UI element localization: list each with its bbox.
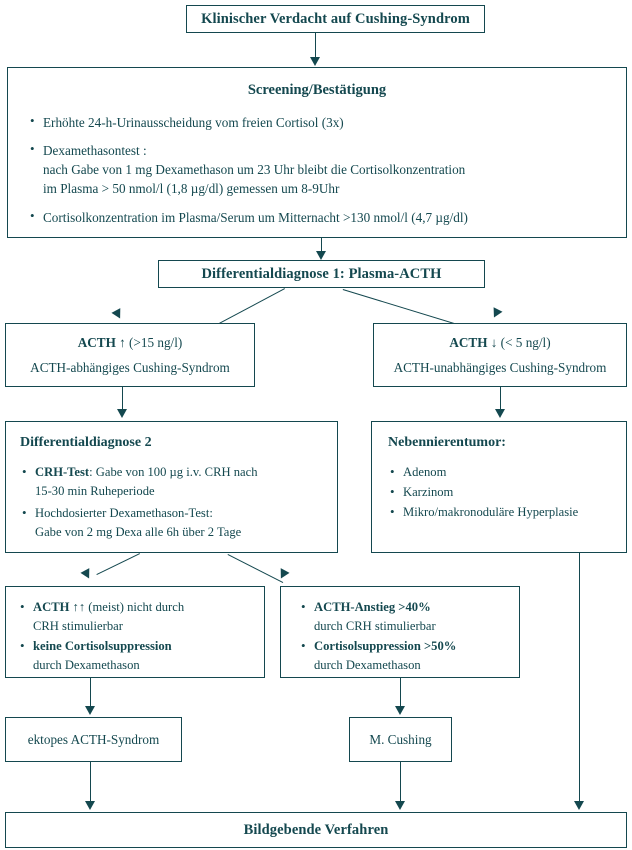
screening-item-2-line-1: Dexamethasontest : (43, 143, 147, 159)
node-clinical-suspicion-label: Klinischer Verdacht auf Cushing-Syndrom (201, 10, 470, 27)
node-differential-diagnosis-1-label: Differentialdiagnose 1: Plasma-ACTH (201, 265, 442, 282)
list-item: Karzinom (388, 482, 610, 502)
connector-tumor-to-imaging (579, 553, 581, 803)
list-item: Adenom (388, 462, 610, 482)
node-morbus-cushing: M. Cushing (349, 717, 452, 762)
list-item: keine Cortisolsuppression durch Dexameth… (18, 636, 252, 675)
screening-item-2-line-2: nach Gabe von 1 mg Dexamethason um 23 Uh… (43, 162, 466, 178)
dd2-item-1-bold: CRH-Test (35, 465, 90, 479)
dd2-item-2-line-2: Gabe von 2 mg Dexa alle 6h über 2 Tage (35, 524, 242, 539)
node-result-ectopic-criteria: ACTH ↑↑ (meist) nicht durch CRH stimulie… (5, 586, 265, 678)
arrowhead-result-right-to-cushing (395, 706, 405, 715)
result-left-item-1-line-1: ACTH ↑↑ (meist) nicht durch (33, 598, 252, 617)
node-ectopic-acth-syndrome: ektopes ACTH-Syndrom (5, 717, 182, 762)
node-screening: Screening/Bestätigung Erhöhte 24-h-Urina… (7, 67, 627, 238)
list-item: Hochdosierter Dexamethason-Test: Gabe vo… (20, 503, 323, 542)
connector-result-right-to-cushing (400, 678, 402, 708)
node-differential-diagnosis-2: Differentialdiagnose 2 CRH-Test: Gabe vo… (5, 421, 338, 553)
result-left-list: ACTH ↑↑ (meist) nicht durch CRH stimulie… (18, 597, 252, 675)
arrowhead-acth-high-to-dd2 (117, 409, 127, 418)
screening-item-2-line-3: im Plasma > 50 nmol/l (1,8 µg/dl) gemess… (43, 181, 340, 197)
screening-item-1-line-1: Erhöhte 24-h-Urinausscheidung vom freien… (43, 115, 344, 130)
result-right-item-2-line-2: durch Dexamethason (314, 657, 421, 672)
node-morbus-cushing-label: M. Cushing (369, 731, 432, 747)
node-imaging-procedures-label: Bildgebende Verfahren (243, 821, 389, 838)
result-left-item-2-line-2: durch Dexamethason (33, 657, 140, 672)
node-screening-heading: Screening/Bestätigung (247, 82, 387, 98)
node-differential-diagnosis-1: Differentialdiagnose 1: Plasma-ACTH (158, 260, 485, 288)
node-ectopic-acth-syndrome-label: ektopes ACTH-Syndrom (27, 731, 160, 747)
node-differential-diagnosis-2-heading: Differentialdiagnose 2 (20, 435, 152, 450)
list-item: CRH-Test: Gabe von 100 µg i.v. CRH nach … (20, 462, 323, 501)
result-right-item-2-line-1: Cortisolsuppression >50% (314, 638, 457, 653)
arrowhead-acth-low-to-tumor (495, 409, 505, 418)
arrowhead-dd1-to-acth-low (489, 307, 503, 320)
node-result-cushing-criteria: ACTH-Anstieg >40% durch CRH stimulierbar… (280, 586, 520, 678)
screening-list: Erhöhte 24-h-Urinausscheidung vom freien… (28, 112, 606, 227)
dd2-item-1-line-1: CRH-Test: Gabe von 100 µg i.v. CRH nach (35, 463, 323, 482)
connector-acth-high-to-dd2 (122, 387, 124, 411)
dd2-item-1-line-2: 15-30 min Ruheperiode (35, 483, 155, 498)
connector-screening-to-dd1 (321, 238, 323, 253)
adrenal-tumor-item-2: Karzinom (403, 484, 454, 499)
connector-dd1-to-acth-high (211, 287, 285, 328)
arrowhead-result-left-to-ectopic (85, 706, 95, 715)
dd2-item-2-line-1: Hochdosierter Dexamethason-Test: (35, 505, 213, 520)
connector-result-left-to-ectopic (90, 678, 92, 708)
adrenal-tumor-list: Adenom Karzinom Mikro/makronoduläre Hype… (388, 462, 610, 522)
result-left-item-1-line-2: CRH stimulierbar (33, 618, 123, 633)
result-right-list: ACTH-Anstieg >40% durch CRH stimulierbar… (299, 597, 507, 675)
arrowhead-dd1-to-acth-high (111, 308, 125, 321)
node-clinical-suspicion: Klinischer Verdacht auf Cushing-Syndrom (186, 5, 485, 33)
arrowhead-screening-to-dd1 (316, 251, 326, 260)
dd2-list: CRH-Test: Gabe von 100 µg i.v. CRH nach … (20, 462, 323, 542)
list-item: ACTH ↑↑ (meist) nicht durch CRH stimulie… (18, 597, 252, 636)
dd2-item-1-rest: : Gabe von 100 µg i.v. CRH nach (89, 465, 258, 479)
node-acth-elevated-line-2: ACTH-abhängiges Cushing-Syndrom (30, 360, 230, 375)
list-item: Mikro/makronoduläre Hyperplasie (388, 502, 610, 522)
arrowhead-ectopic-to-imaging (85, 801, 95, 810)
result-right-item-1-line-2: durch CRH stimulierbar (314, 618, 436, 633)
adrenal-tumor-item-3: Mikro/makronoduläre Hyperplasie (403, 504, 579, 519)
connector-dd2-to-result-left (96, 552, 140, 576)
connector-ectopic-to-imaging (90, 762, 92, 804)
adrenal-tumor-item-1: Adenom (403, 465, 447, 479)
list-item: Cortisolsuppression >50% durch Dexametha… (299, 636, 507, 675)
node-acth-suppressed-line-2: ACTH-unabhängiges Cushing-Syndrom (393, 360, 607, 375)
list-item: Cortisolkonzentration im Plasma/Serum um… (28, 207, 606, 227)
connector-cushing-to-imaging (400, 762, 402, 804)
list-item: ACTH-Anstieg >40% durch CRH stimulierbar (299, 597, 507, 636)
node-acth-suppressed-value: (< 5 ng/l) (497, 334, 551, 350)
arrowhead-title-to-screening (310, 57, 320, 66)
result-right-item-1-line-1: ACTH-Anstieg >40% (314, 600, 431, 614)
node-imaging-procedures: Bildgebende Verfahren (5, 812, 627, 848)
node-acth-elevated-value: (>15 ng/l) (125, 334, 183, 350)
result-left-item-1-bold: ACTH ↑↑ (33, 600, 86, 614)
result-left-item-2-line-1: keine Cortisolsuppression (33, 638, 172, 653)
node-acth-elevated-marker: ACTH ↑ (77, 334, 126, 350)
list-item: Erhöhte 24-h-Urinausscheidung vom freien… (28, 112, 606, 132)
result-left-item-1-rest: (meist) nicht durch (85, 600, 185, 614)
node-acth-elevated: ACTH ↑ (>15 ng/l) ACTH-abhängiges Cushin… (5, 323, 255, 387)
node-acth-suppressed-marker: ACTH ↓ (449, 334, 498, 350)
node-acth-elevated-line-1: ACTH ↑ (>15 ng/l) (78, 333, 183, 352)
arrowhead-tumor-to-imaging (574, 801, 584, 810)
arrowhead-cushing-to-imaging (395, 801, 405, 810)
list-item: Dexamethasontest : nach Gabe von 1 mg De… (28, 140, 606, 198)
node-acth-suppressed-line-1: ACTH ↓ (< 5 ng/l) (449, 333, 550, 352)
node-acth-suppressed: ACTH ↓ (< 5 ng/l) ACTH-unabhängiges Cush… (373, 323, 627, 387)
arrowhead-dd2-to-result-left (80, 568, 94, 581)
connector-acth-low-to-tumor (500, 387, 502, 411)
node-adrenal-tumor: Nebennierentumor: Adenom Karzinom Mikro/… (371, 421, 627, 553)
screening-item-3-line-1: Cortisolkonzentration im Plasma/Serum um… (43, 209, 468, 225)
node-adrenal-tumor-heading: Nebennierentumor: (388, 435, 506, 450)
connector-dd2-to-result-right (227, 554, 284, 584)
connector-title-to-screening (315, 33, 317, 59)
